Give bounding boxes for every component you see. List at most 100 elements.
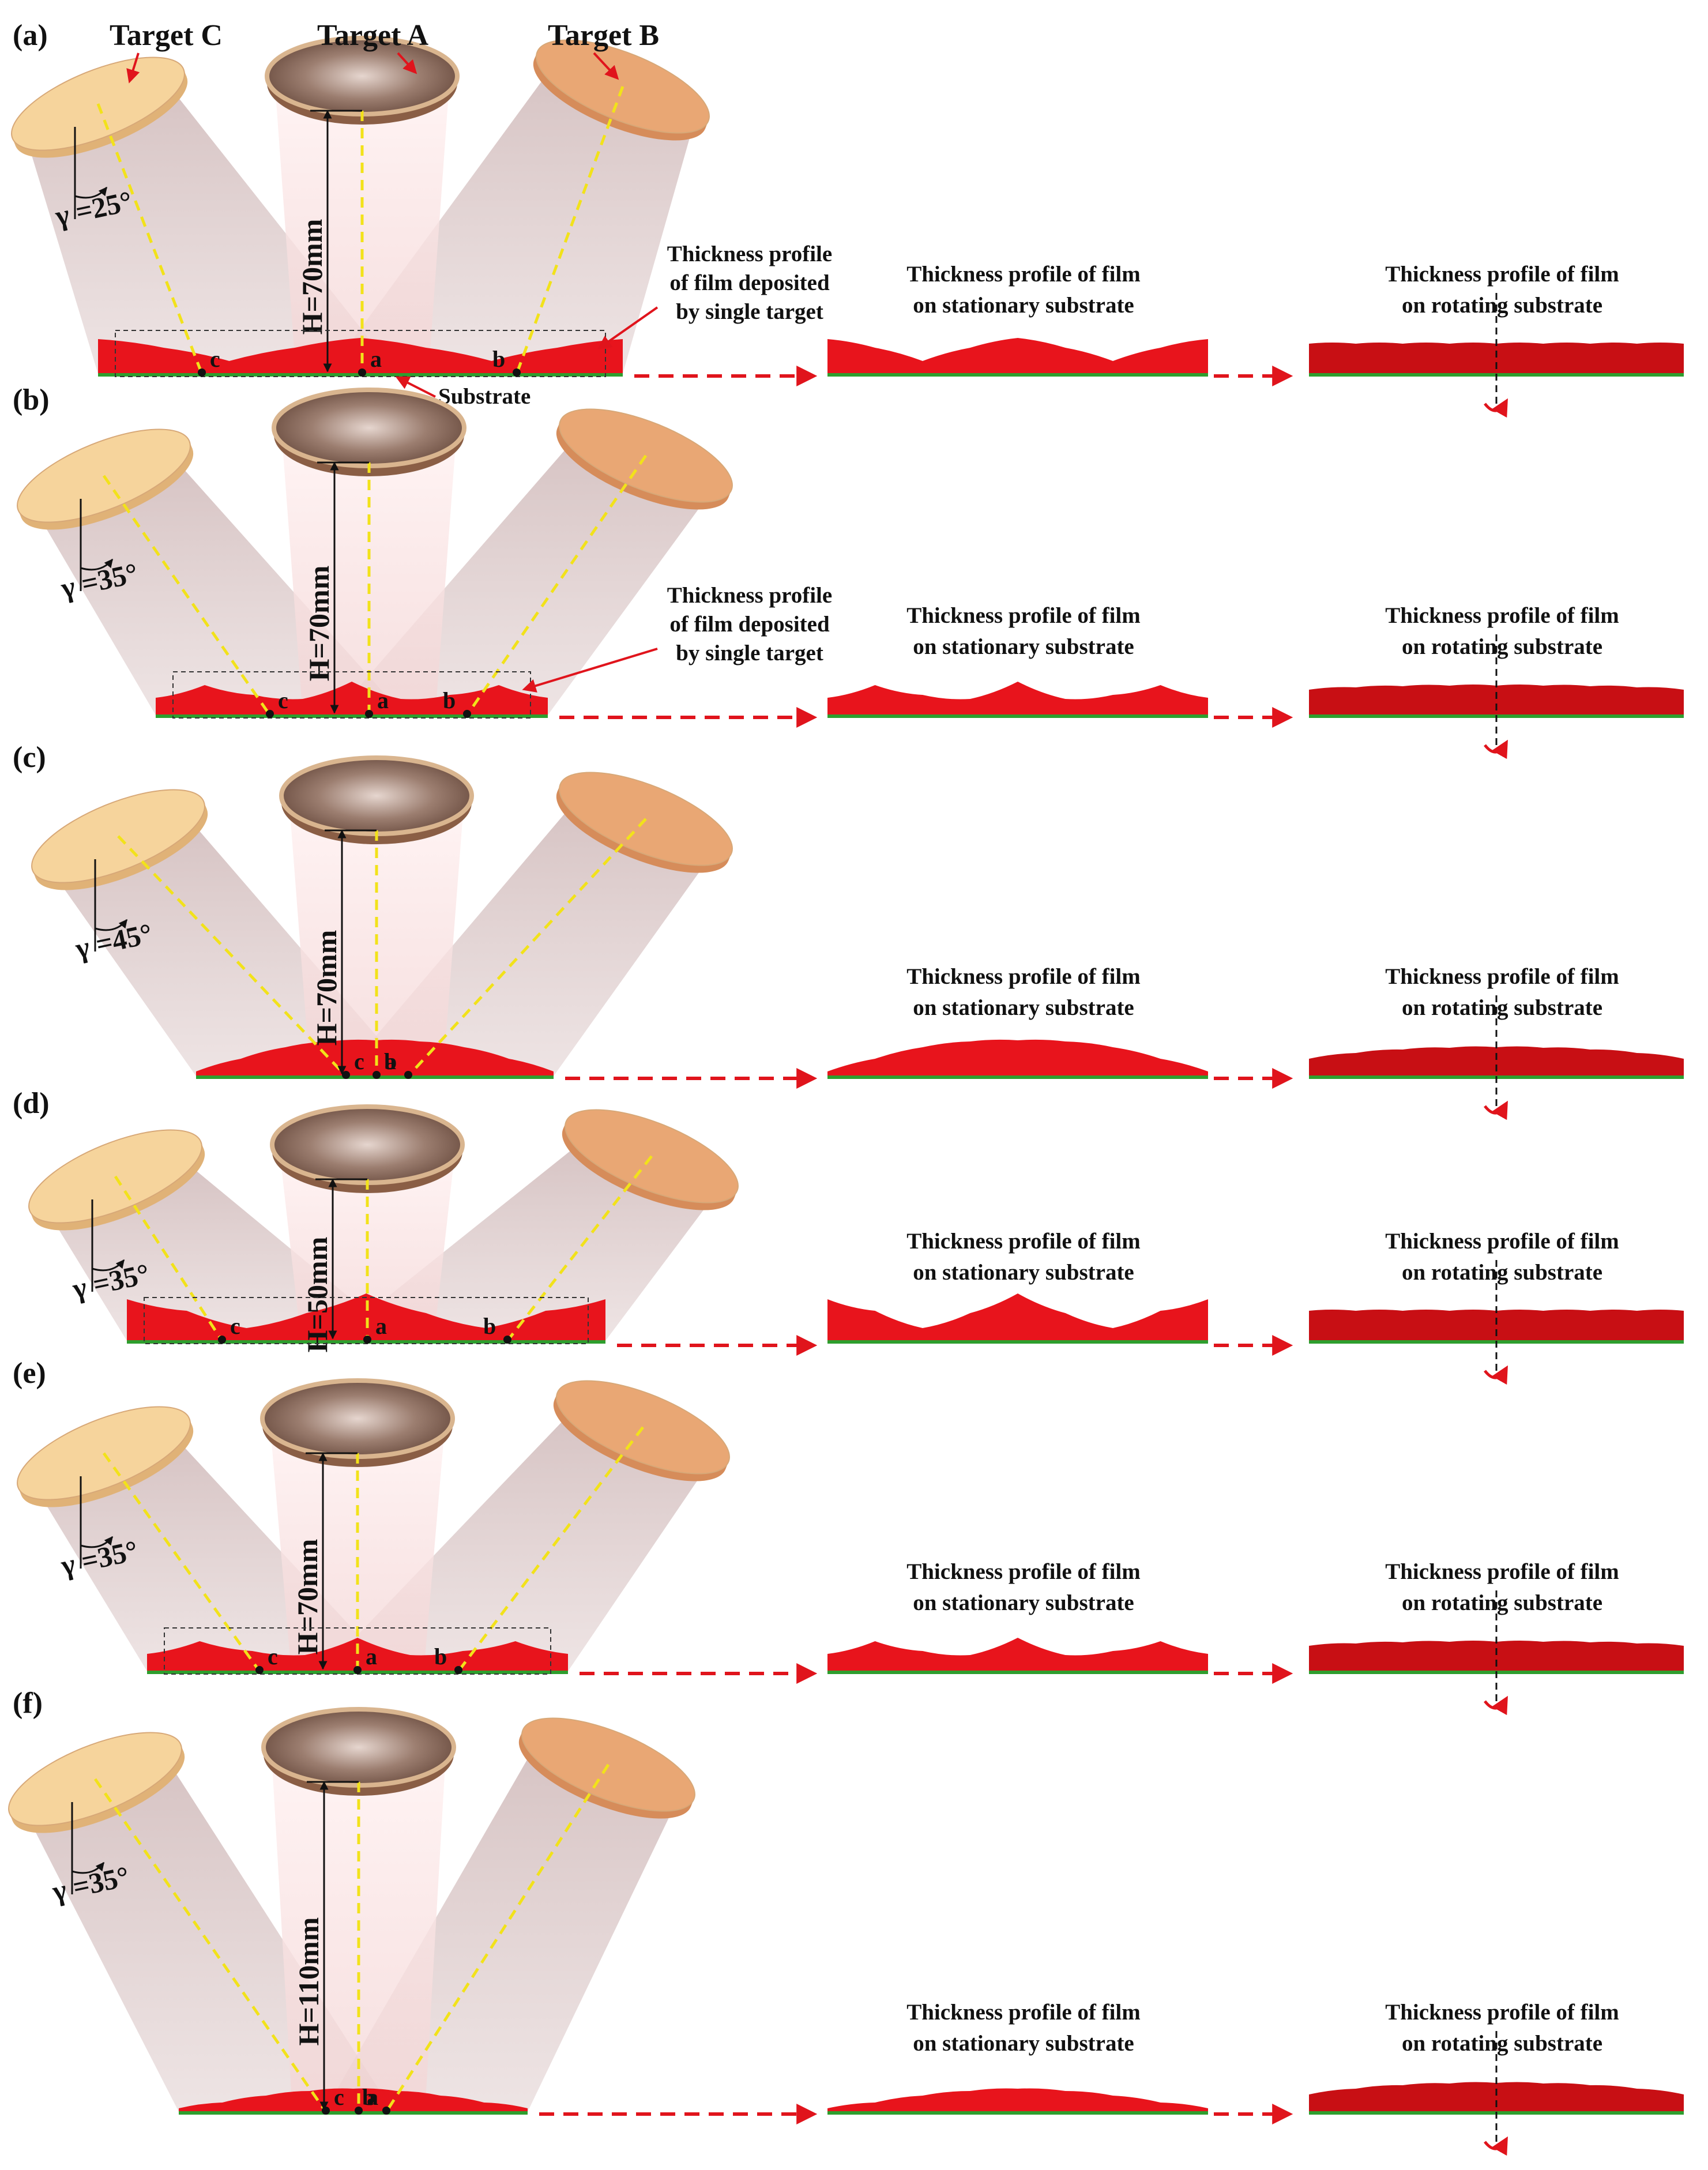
rotating-profile-shape [1309,1641,1684,1671]
deposited-film-shape [98,338,623,374]
rotating-caption-line1: Thickness profile of film [1385,1229,1619,1254]
angle-arc [80,1536,114,1548]
single-target-caption-line2: of film deposited [669,270,830,295]
stationary-caption-line2: on stationary substrate [913,293,1134,318]
point-a [363,1336,371,1344]
height-label: H=110mm [292,1917,325,2046]
stationary-caption-line1: Thickness profile of film [906,262,1141,287]
height-label: H=70mm [291,1539,323,1655]
height-label: H=50mm [301,1237,333,1353]
point-b [463,710,471,718]
rotation-arrow [1484,739,1508,759]
rotating-caption-line2: on rotating substrate [1402,995,1602,1020]
stationary-profile-substrate [827,1340,1208,1344]
rotation-arrow [1484,398,1508,418]
angle-arc [80,558,114,571]
rotating-profile-shape [1309,2082,1684,2112]
angle-arc [95,919,128,931]
substrate-label: Substrate [438,384,531,409]
point-label-a: a [385,1048,396,1074]
point-label-a: a [366,1644,377,1669]
angle-arc [72,1861,105,1874]
point-c [255,1666,264,1674]
height-label: H=70mm [303,566,335,682]
rotation-arrow [1484,1100,1508,1120]
single-target-pointer [522,648,658,693]
panel-label: (a) [13,19,48,52]
target-a [260,1378,455,1459]
rotating-caption-line1: Thickness profile of film [1385,262,1619,287]
point-c [322,2107,330,2115]
stationary-profile [827,2088,1208,2115]
stationary-profile [827,1638,1208,1674]
rotating-caption-line2: on rotating substrate [1402,293,1602,318]
target-b-label: Target B [548,19,659,52]
dash-line-b [506,1155,653,1342]
panel-label: (f) [13,1687,43,1720]
point-a [365,710,373,718]
dash-line-c [117,835,347,1077]
profile-selection-box [144,1297,589,1344]
point-c [198,368,206,377]
deposited-film [156,682,548,718]
stationary-caption-line1: Thickness profile of film [906,964,1141,989]
rotating-profile-shape [1309,343,1684,374]
rotating-caption-line1: Thickness profile of film [1385,1559,1619,1584]
stationary-profile-substrate [827,1671,1208,1674]
deposited-film-substrate [156,714,548,718]
point-b [513,368,521,377]
height-label: H=70mm [296,219,328,335]
rotating-profile-shape [1309,1046,1684,1076]
point-label-c: c [230,1313,240,1339]
panel-label: (e) [13,1357,46,1390]
target-c-pointer [126,52,140,84]
rotating-profile [1309,1046,1684,1079]
rotating-profile [1309,343,1684,377]
stationary-caption-line2: on stationary substrate [913,2031,1134,2056]
rotating-profile [1309,1641,1684,1674]
target-b-pointer [593,52,619,80]
stationary-profile [827,1039,1208,1079]
point-label-a: a [375,1313,387,1339]
stationary-profile-shape [827,1638,1208,1671]
point-c [266,710,274,718]
rotating-caption-line1: Thickness profile of film [1385,964,1619,989]
point-b [382,2107,390,2115]
point-a [353,1666,362,1674]
point-label-b: b [384,1048,397,1074]
point-label-b: b [362,2084,375,2110]
stationary-profile-substrate [827,1075,1208,1079]
deposited-film-shape [147,1638,568,1671]
stationary-caption-line1: Thickness profile of film [906,603,1141,628]
rotation-arrow [1484,2136,1508,2156]
panel-label: (c) [13,741,46,774]
single-target-pointer [597,306,659,349]
deposited-film-shape [127,1293,605,1341]
rotating-caption-line2: on rotating substrate [1402,634,1602,659]
panel-label: (b) [13,383,50,416]
point-label-c: c [334,2084,344,2110]
dash-line-c [102,1452,261,1672]
rotating-profile [1309,2082,1684,2115]
stationary-caption-line2: on stationary substrate [913,995,1134,1020]
beam-target-a [283,445,456,715]
point-a [355,2107,363,2115]
dash-line-b [407,818,647,1077]
stationary-caption-line1: Thickness profile of film [906,2000,1141,2025]
profile-selection-box [172,671,531,719]
point-c [342,1071,350,1079]
point-b [503,1336,511,1344]
single-target-caption-line1: Thickness profile [667,583,832,608]
point-a [358,368,366,377]
stationary-profile [827,1293,1208,1344]
single-target-caption-line2: of film deposited [669,612,830,637]
dash-line-c [93,1778,328,2113]
stationary-profile-substrate [827,2111,1208,2115]
point-label-a: a [367,2084,378,2110]
stationary-profile-shape [827,682,1208,715]
